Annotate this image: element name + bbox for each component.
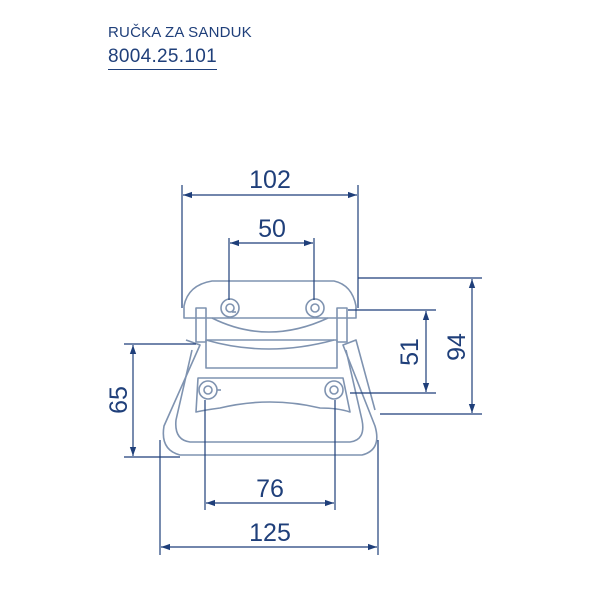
part-number: 8004.25.101 — [108, 46, 217, 70]
hinge-left — [195, 307, 207, 343]
handle-loop-outer — [162, 339, 378, 456]
lower-plate — [195, 377, 351, 413]
dim-total-height: 94 — [443, 333, 471, 361]
dim-top-width: 102 — [249, 166, 291, 194]
dim-handle-height: 65 — [105, 386, 133, 414]
handle-part — [162, 280, 378, 456]
top-hole-right — [305, 298, 325, 318]
top-plate — [183, 280, 357, 319]
bottom-hole-left — [198, 380, 218, 400]
drawing-title: RUČKA ZA SANDUK — [108, 24, 252, 41]
dim-total-width: 125 — [249, 519, 291, 547]
dim-inner-height: 51 — [396, 338, 424, 366]
dim-hole-spacing-bottom: 76 — [256, 475, 284, 503]
bottom-hole-right — [324, 380, 344, 400]
top-hole-left — [220, 298, 240, 318]
handle-loop-inner — [174, 349, 364, 443]
dim-hole-spacing-top: 50 — [258, 215, 286, 243]
hinge-right — [336, 307, 348, 343]
